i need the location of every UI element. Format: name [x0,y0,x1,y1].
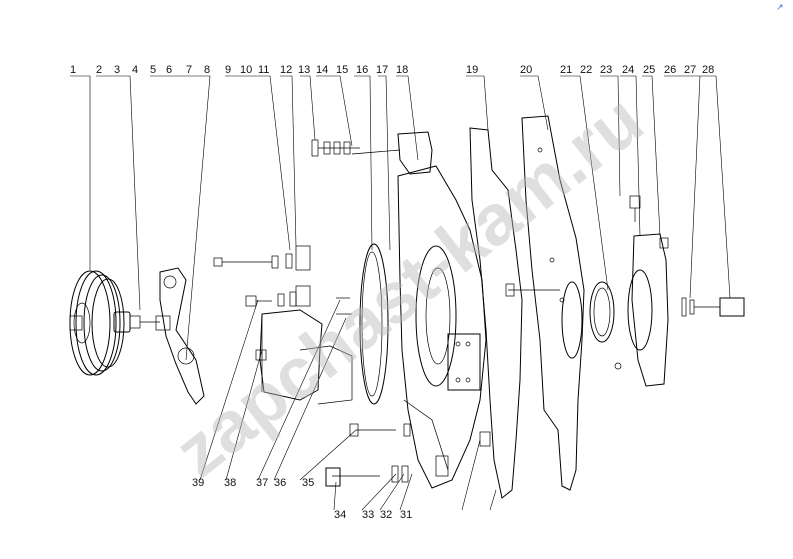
label-3: 3 [114,64,120,76]
label-27: 27 [684,64,696,76]
bolts-bottom [325,423,411,487]
top-labels: 1 2 3 4 5 6 7 8 9 10 11 12 13 14 15 16 1… [70,64,714,76]
label-6: 6 [166,64,172,76]
timing-plate [521,115,585,491]
label-13: 13 [298,64,310,76]
label-7: 7 [186,64,192,76]
label-18: 18 [396,64,408,76]
label-15: 15 [336,64,348,76]
label-12: 12 [280,64,292,76]
tensioner-arm [155,267,205,405]
leader-lines [70,75,731,511]
cover-plate-right [627,195,669,387]
label-20: 20 [520,64,532,76]
pulley-assembly [69,270,160,376]
label-25: 25 [643,64,655,76]
label-33: 33 [362,509,374,521]
bolts-top [311,131,433,175]
label-38: 38 [224,477,236,489]
label-10: 10 [240,64,252,76]
label-35: 35 [302,477,314,489]
label-5: 5 [150,64,156,76]
label-1: 1 [70,64,76,76]
seal-ring [589,281,622,370]
label-37: 37 [256,477,268,489]
label-11: 11 [258,64,269,76]
bracket-block [259,245,353,405]
housing-cover [397,165,487,489]
gasket-ring [336,243,389,405]
label-36: 36 [274,477,286,489]
label-4: 4 [132,64,138,76]
label-9: 9 [225,64,231,76]
label-17: 17 [376,64,388,76]
label-23: 23 [600,64,612,76]
label-16: 16 [356,64,368,76]
label-24: 24 [622,64,634,76]
label-28: 28 [702,64,714,76]
label-34: 34 [334,509,346,521]
label-19: 19 [466,64,478,76]
corner-mark: ↗ [776,2,784,12]
bolt-right [681,297,745,317]
bottom-labels: 39 38 37 36 35 34 33 32 31 [192,477,412,521]
label-31: 31 [400,509,412,521]
label-22: 22 [580,64,592,76]
label-21: 21 [560,64,572,76]
label-32: 32 [380,509,392,521]
label-39: 39 [192,477,204,489]
label-26: 26 [664,64,676,76]
label-2: 2 [96,64,102,76]
label-8: 8 [204,64,210,76]
label-14: 14 [316,64,328,76]
